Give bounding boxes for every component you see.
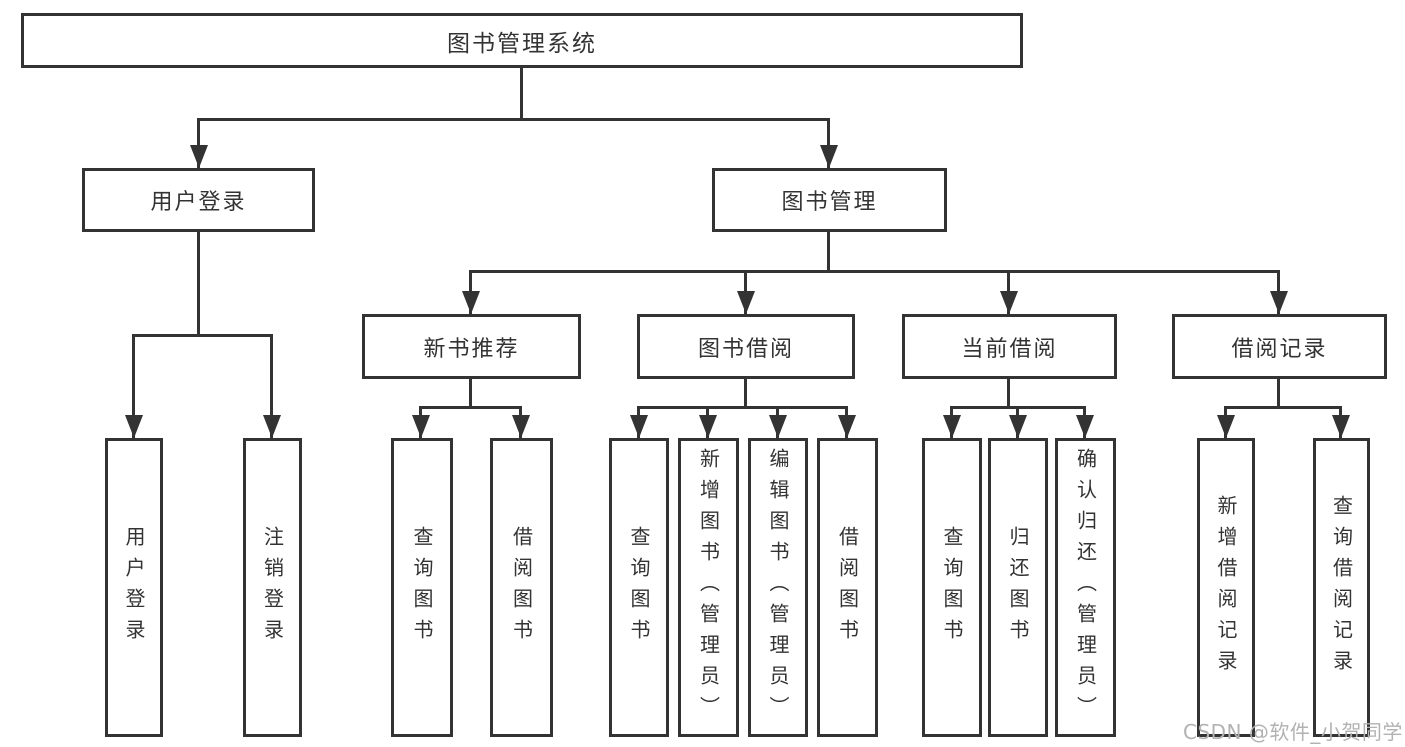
arrowhead-bb-query: [630, 415, 648, 438]
arrowhead-bb-add: [699, 415, 717, 438]
node-leaf-cb-confirm: 确认归还（管理员）: [1055, 438, 1116, 737]
node-leaf-cb-return: 归还图书: [988, 438, 1048, 737]
node-leaf-user-login: 用户登录: [105, 438, 163, 737]
node-borrow-records: 借阅记录: [1172, 314, 1387, 379]
connector-l3-rail: [469, 270, 1280, 273]
arrowhead-user-login: [190, 145, 208, 168]
connector-bookborrow-rail: [637, 406, 848, 409]
arrowhead-cb-return: [1009, 415, 1027, 438]
arrowhead-nb-borrow: [512, 415, 530, 438]
node-leaf-bb-borrow: 借阅图书: [817, 438, 878, 737]
connector-drop-leaf-logout: [270, 334, 273, 438]
node-user-login: 用户登录: [82, 168, 315, 232]
node-root: 图书管理系统: [21, 13, 1023, 68]
connector-currentborrow-stem: [1007, 377, 1010, 409]
arrowhead-borrow-records: [1270, 291, 1288, 314]
arrowhead-current-borrow: [1000, 291, 1018, 314]
node-leaf-bb-add: 新增图书（管理员）: [678, 438, 739, 737]
node-current-borrow: 当前借阅: [902, 314, 1117, 379]
connector-drop-user-login: [197, 118, 200, 168]
connector-user-stem: [197, 230, 200, 337]
arrowhead-nb-query: [412, 415, 430, 438]
connector-borrowrecords-rail: [1224, 406, 1342, 409]
connector-drop-book-mgmt: [827, 118, 830, 168]
connector-book-stem: [827, 230, 830, 273]
connector-newbooks-rail: [419, 406, 522, 409]
arrowhead-book-mgmt: [820, 145, 838, 168]
node-book-mgmt: 图书管理: [712, 168, 947, 232]
node-leaf-cb-query: 查询图书: [922, 438, 982, 737]
node-book-borrow: 图书借阅: [637, 314, 855, 379]
connector-newbooks-stem: [469, 377, 472, 409]
connector-root-stem: [520, 68, 523, 121]
node-leaf-br-query: 查询借阅记录: [1313, 438, 1370, 737]
arrowhead-cb-query: [943, 415, 961, 438]
arrowhead-leaf-user-login: [125, 415, 143, 438]
arrowhead-book-borrow: [737, 291, 755, 314]
watermark-text: CSDN @软件_小贺同学: [1183, 720, 1403, 744]
connector-user-rail: [132, 334, 273, 337]
node-new-books: 新书推荐: [362, 314, 581, 379]
node-leaf-nb-query: 查询图书: [391, 438, 453, 737]
arrowhead-br-query: [1332, 415, 1350, 438]
arrowhead-leaf-logout: [263, 415, 281, 438]
arrowhead-cb-confirm: [1076, 415, 1094, 438]
connector-drop-leaf-user-login: [132, 334, 135, 438]
node-leaf-bb-edit: 编辑图书（管理员）: [748, 438, 808, 737]
arrowhead-br-add: [1217, 415, 1235, 438]
node-leaf-br-add: 新增借阅记录: [1197, 438, 1255, 737]
connector-borrowrecords-stem: [1277, 377, 1280, 409]
connector-l2-rail: [197, 118, 830, 121]
arrowhead-bb-borrow: [838, 415, 856, 438]
arrowhead-bb-edit: [769, 415, 787, 438]
node-leaf-logout: 注销登录: [243, 438, 302, 737]
node-leaf-nb-borrow: 借阅图书: [490, 438, 553, 737]
connector-bookborrow-stem: [744, 377, 747, 409]
node-leaf-bb-query: 查询图书: [609, 438, 669, 737]
arrowhead-new-books: [462, 291, 480, 314]
